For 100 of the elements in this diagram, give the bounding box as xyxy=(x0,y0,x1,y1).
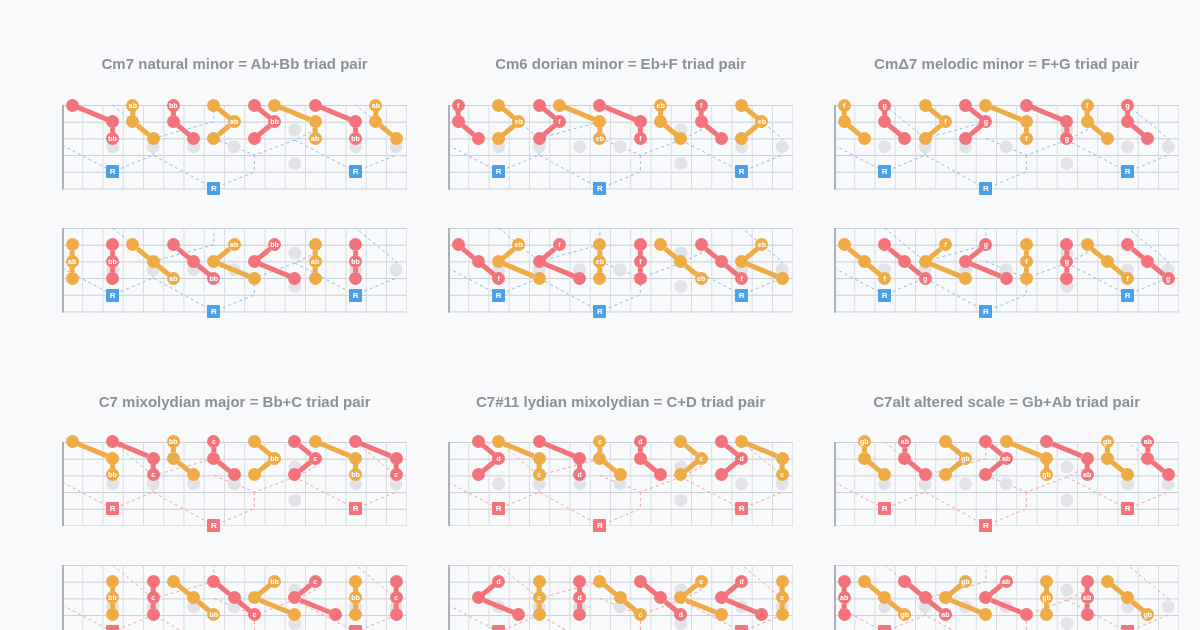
triad-line xyxy=(637,251,643,256)
triad-line xyxy=(1130,246,1145,260)
note-dot xyxy=(1080,608,1094,622)
note-dot xyxy=(288,271,302,285)
note-dot xyxy=(999,435,1013,448)
triad-line xyxy=(847,123,862,137)
triad-line xyxy=(297,583,313,596)
note-dot xyxy=(755,608,769,622)
note-dot xyxy=(187,131,201,145)
note-dot xyxy=(512,608,526,622)
note-dot xyxy=(714,435,728,448)
root-marker: R xyxy=(106,165,120,179)
triad-line xyxy=(135,123,151,137)
triad-line xyxy=(663,123,678,137)
note-dot xyxy=(735,435,749,448)
triad-line xyxy=(257,583,272,596)
note-dot xyxy=(714,591,728,605)
note-dot xyxy=(1060,238,1074,252)
note-dot xyxy=(308,435,322,448)
triad-line xyxy=(1084,111,1090,116)
note-dot xyxy=(106,608,120,622)
note-dot xyxy=(837,238,851,252)
triad-line xyxy=(968,106,983,120)
root-marker: R xyxy=(492,165,506,179)
triad-line xyxy=(1044,587,1050,592)
note-dot xyxy=(857,574,871,588)
triad-line xyxy=(1030,104,1063,122)
root-marker: R xyxy=(735,165,749,179)
triad-line xyxy=(543,441,576,459)
root-marker: R xyxy=(979,518,993,532)
note-dot xyxy=(207,574,221,588)
note-dot xyxy=(654,238,668,252)
note-dot xyxy=(1100,574,1114,588)
triad-line xyxy=(887,599,902,613)
note-dot xyxy=(451,238,465,252)
triad-line xyxy=(724,263,739,277)
triad-line xyxy=(1104,447,1110,453)
triad-line xyxy=(683,263,699,277)
triad-line xyxy=(990,597,1022,615)
triad-line xyxy=(949,597,982,615)
note-dot xyxy=(1040,451,1054,465)
note-dot xyxy=(247,468,261,482)
triad-line xyxy=(744,246,759,260)
note-dot xyxy=(857,451,871,465)
note-dot xyxy=(1019,115,1033,129)
note-dot xyxy=(268,98,282,112)
triad-line xyxy=(746,261,778,279)
note-dot xyxy=(207,131,221,145)
triad-line xyxy=(257,443,272,457)
note-dot xyxy=(471,591,485,605)
note-dot xyxy=(593,115,607,129)
triad-line xyxy=(481,460,496,473)
root-marker: R xyxy=(207,182,221,195)
triad-line xyxy=(744,106,759,120)
triad-line xyxy=(117,441,149,459)
root-marker: R xyxy=(349,165,363,179)
note-dot xyxy=(247,435,261,448)
triad-line xyxy=(297,443,313,457)
note-dot xyxy=(389,451,403,465)
triad-line xyxy=(455,111,461,116)
note-dot xyxy=(1080,238,1094,252)
triad-line xyxy=(503,261,535,279)
triad-line xyxy=(481,263,496,277)
note-dot xyxy=(65,98,79,112)
triad-line xyxy=(135,246,151,260)
note-dot xyxy=(126,238,140,252)
triad-line xyxy=(597,447,603,453)
note-dot xyxy=(694,238,708,252)
triad-line xyxy=(1110,460,1125,473)
note-dot xyxy=(878,238,892,252)
triad-line xyxy=(563,104,596,122)
note-dot xyxy=(714,608,728,622)
root-marker xyxy=(492,624,506,630)
note-dot xyxy=(837,608,851,622)
triad-line xyxy=(1130,599,1145,613)
root-marker xyxy=(349,624,363,630)
note-dot xyxy=(837,574,851,588)
note-dot xyxy=(532,255,546,269)
note-dot xyxy=(308,271,322,285)
note-dot xyxy=(65,435,79,448)
note-dot xyxy=(593,98,607,112)
note-dot xyxy=(1121,115,1135,129)
triad-line xyxy=(948,583,963,596)
note-dot xyxy=(573,574,587,588)
triad-line xyxy=(746,441,778,459)
note-dot xyxy=(837,115,851,129)
triad-line xyxy=(724,443,739,457)
root-marker: R xyxy=(735,501,749,515)
triad-line xyxy=(704,123,719,137)
triad-line xyxy=(724,583,739,596)
triad-line xyxy=(847,246,862,260)
note-dot xyxy=(166,115,180,129)
note-dot xyxy=(532,451,546,465)
triad-line xyxy=(1130,123,1145,137)
triad-line xyxy=(1023,127,1029,133)
triad-line xyxy=(196,599,211,613)
triad-line xyxy=(110,603,116,609)
triad-line xyxy=(501,106,516,120)
triad-line xyxy=(887,246,902,260)
triad-line xyxy=(577,587,583,592)
